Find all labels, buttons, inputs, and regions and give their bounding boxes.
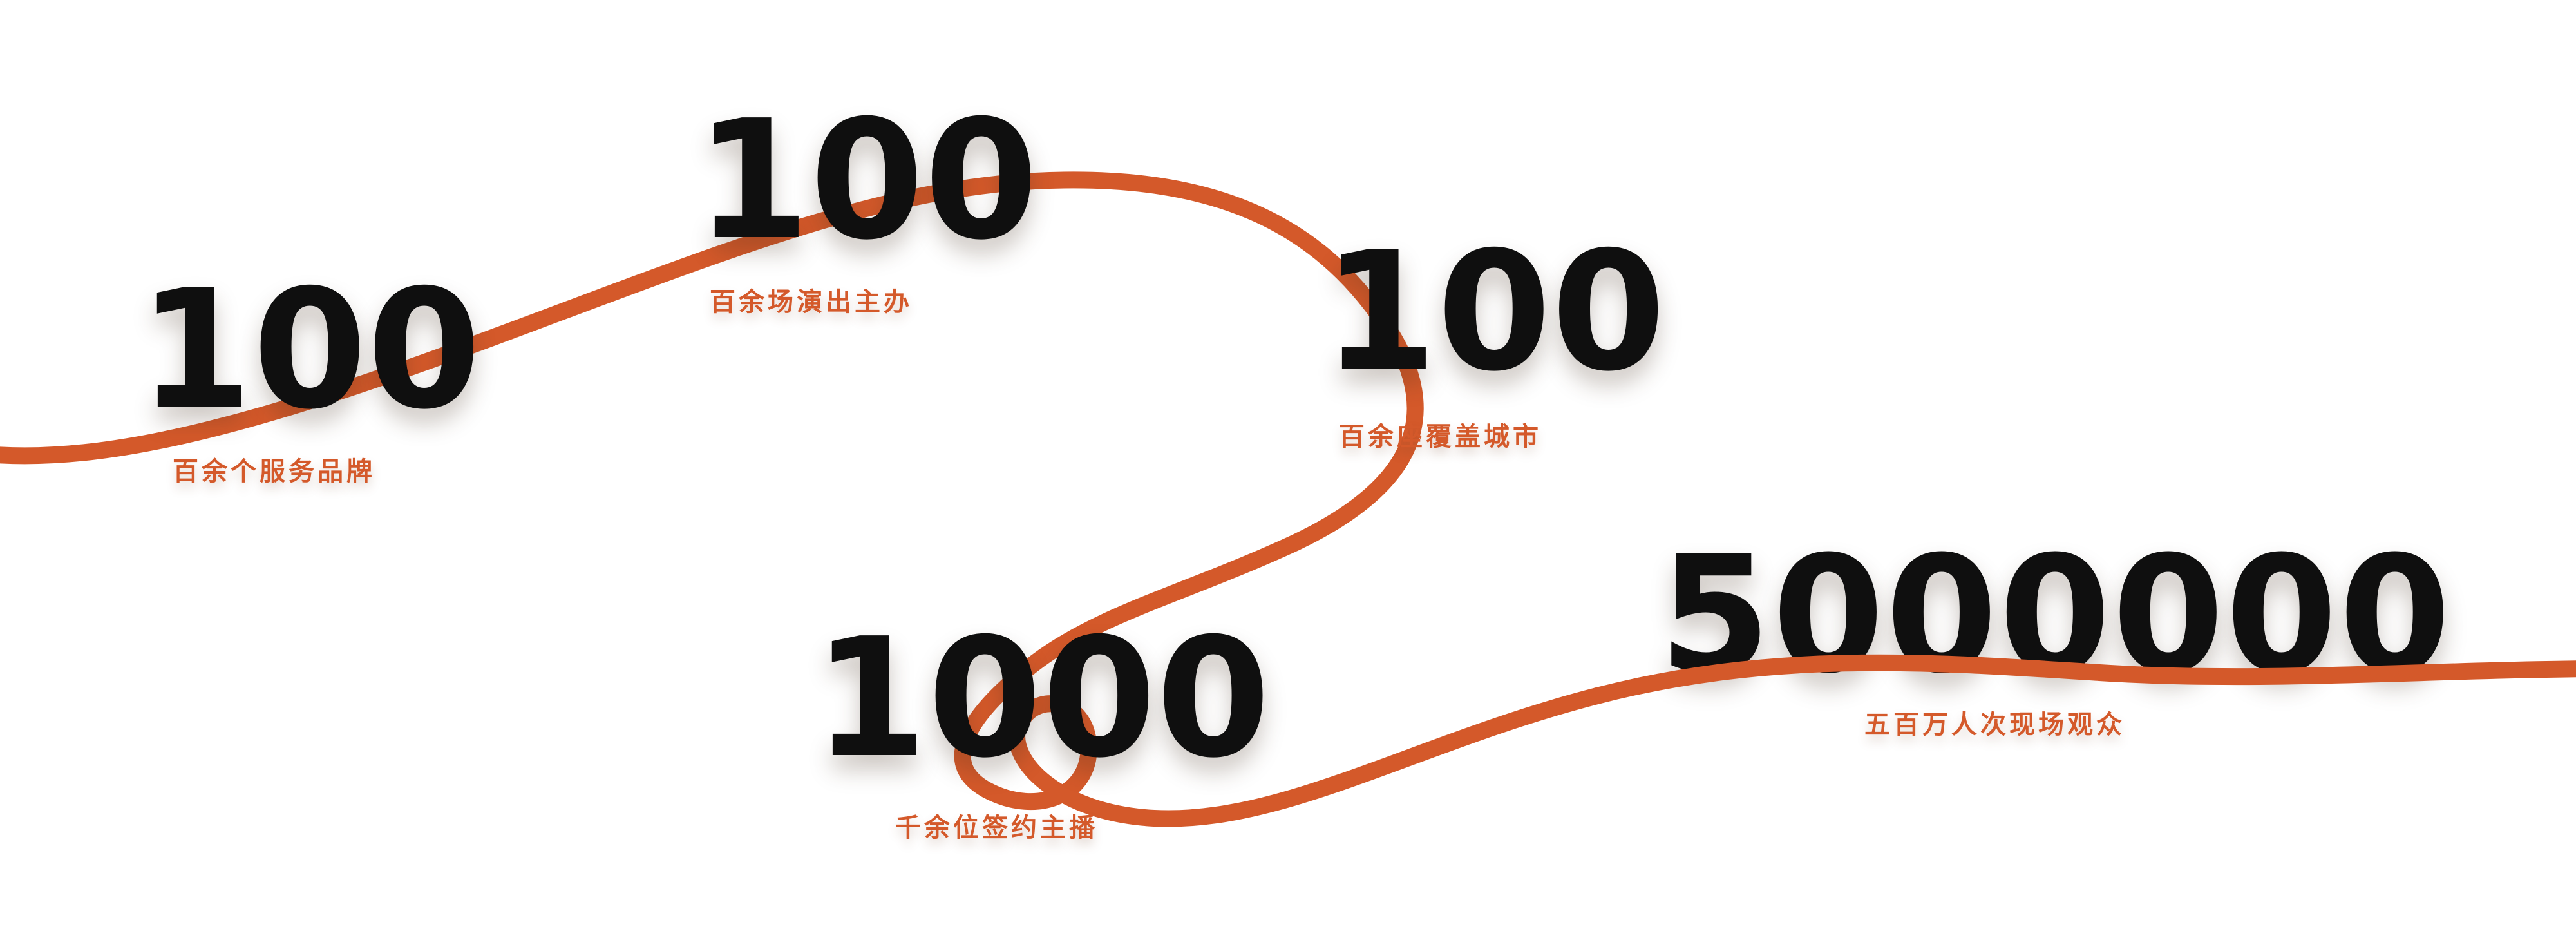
stat-live-audience: 5000000 五百万人次现场观众 bbox=[1659, 535, 2452, 738]
stat-number: 100 bbox=[1323, 216, 1666, 408]
stat-label: 百余个服务品牌 bbox=[173, 457, 375, 486]
stat-service-brands: 100 百余个服务品牌 bbox=[138, 268, 481, 484]
stat-shows-hosted: 100 百余场演出主办 bbox=[696, 99, 1038, 315]
stat-label: 百余场演出主办 bbox=[710, 287, 913, 317]
stat-label: 千余位签约主播 bbox=[895, 813, 1098, 843]
stat-label: 百余座覆盖城市 bbox=[1339, 422, 1542, 452]
stat-number: 100 bbox=[696, 85, 1039, 276]
stat-number: 5000000 bbox=[1659, 521, 2452, 709]
stat-number: 100 bbox=[138, 254, 482, 446]
stat-number: 1000 bbox=[813, 603, 1271, 794]
stat-cities-covered: 100 百余座覆盖城市 bbox=[1323, 230, 1665, 450]
stat-label: 五百万人次现场观众 bbox=[1864, 710, 2125, 740]
stat-signed-anchors: 1000 千余位签约主播 bbox=[813, 617, 1271, 841]
